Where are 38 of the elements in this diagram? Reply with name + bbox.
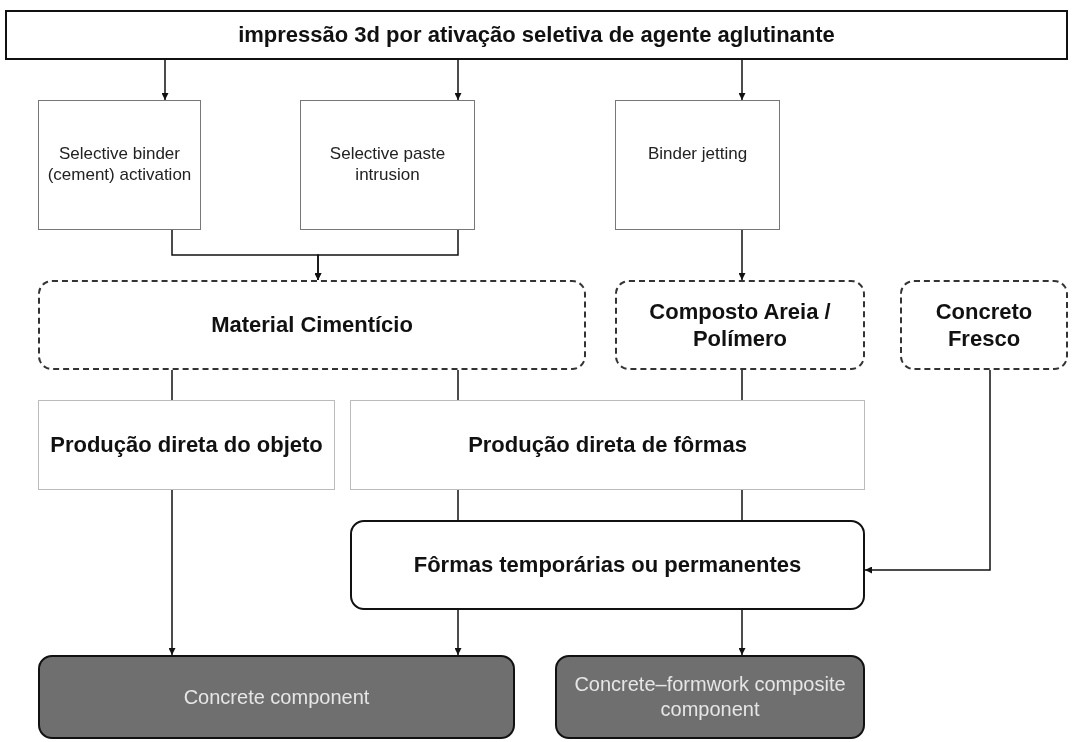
node-label: Composto Areia / Polímero [648, 297, 832, 353]
arrow [864, 369, 991, 574]
node-label: Material Cimentício [211, 311, 413, 339]
arrow [168, 489, 176, 656]
node-label: Fôrmas temporárias ou permanentes [413, 551, 802, 579]
connector-line [457, 489, 459, 521]
node-label: Selective paste intrusion [328, 143, 447, 186]
output-box [38, 655, 515, 739]
arrow [161, 59, 169, 101]
process-box [615, 100, 780, 230]
process-box [38, 400, 335, 490]
node-label: impressão 3d por ativação seletiva de agente aglutinante [238, 21, 835, 49]
arrow [738, 229, 746, 281]
material-box [615, 280, 865, 370]
output-box [555, 655, 865, 739]
node-label: Selective binder (cement) activation [46, 143, 193, 186]
arrow [738, 609, 746, 656]
material-box [38, 280, 586, 370]
arrow [454, 59, 462, 101]
material-box [900, 280, 1068, 370]
connector-line [171, 369, 173, 401]
arrow [454, 609, 462, 656]
process-box [300, 100, 475, 230]
process-box [38, 100, 201, 230]
connector-line [457, 369, 459, 401]
connector-line [741, 489, 743, 521]
node-label: Binder jetting [647, 143, 748, 165]
process-box [350, 520, 865, 610]
node-label: Produção direta de fôrmas [468, 431, 747, 459]
node-label: Concrete–formwork composite component [573, 672, 847, 722]
node-label: Concreto Fresco [934, 297, 1034, 353]
connector-line [741, 369, 743, 401]
arrow [314, 229, 459, 281]
arrow [738, 59, 746, 101]
title-box [5, 10, 1068, 60]
process-box [350, 400, 865, 490]
node-label: Produção direta do objeto [50, 431, 323, 459]
node-label: Concrete component [183, 684, 370, 710]
